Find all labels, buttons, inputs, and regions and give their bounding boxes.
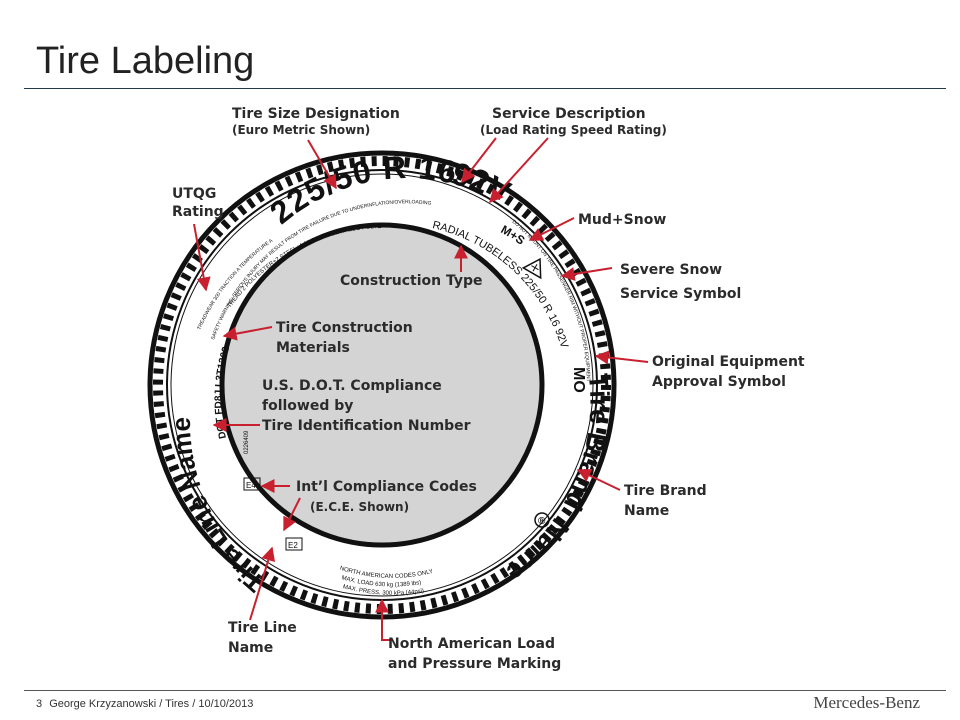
label-size-designation-1: Tire Size Designation — [232, 106, 400, 122]
label-intl-compliance-2: (E.C.E. Shown) — [310, 500, 409, 514]
registered-mark-icon — [534, 512, 550, 528]
label-intl-compliance-1: Int’l Compliance Codes — [296, 479, 477, 495]
label-severe-snow-1: Severe Snow — [620, 262, 722, 278]
label-service-description-1: Service Description — [492, 106, 646, 122]
label-na-load-1: North American Load — [388, 636, 555, 652]
tire-tread-band — [153, 156, 611, 614]
callout-labels: Tire Size Designation (Euro Metric Shown… — [172, 106, 805, 672]
mo-marking: MO — [570, 367, 587, 393]
label-oe-approval-1: Original Equipment — [652, 354, 805, 370]
arrow-speed-rating — [489, 137, 549, 204]
label-dot-2: followed by — [262, 398, 353, 414]
label-utqg-2: Rating — [172, 204, 224, 220]
label-brand-name-1: Tire Brand — [624, 483, 707, 499]
label-dot-1: U.S. D.O.T. Compliance — [262, 378, 442, 394]
label-construction-materials-1: Tire Construction — [276, 320, 413, 336]
e4-marking: E4 — [246, 481, 256, 490]
label-utqg-1: UTQG — [172, 186, 216, 202]
tire-labeling-diagram: 225/50 R 16 92V M+S RADIAL TUBELESS 225/… — [0, 0, 805, 672]
page-number: 3 — [36, 698, 43, 710]
arrow-severe-snow — [560, 267, 613, 281]
registered-mark: ® — [538, 516, 546, 527]
brand-logo: Mercedes-Benz — [813, 693, 920, 712]
e4-box — [243, 477, 261, 491]
label-severe-snow-2: Service Symbol — [620, 286, 741, 302]
e2-box — [285, 537, 303, 551]
label-line-name-2: Name — [228, 640, 273, 656]
arrow-intl-e2 — [283, 497, 301, 532]
mountain-snowflake-icon — [521, 257, 542, 280]
callout-arrows — [193, 137, 649, 641]
label-service-description-2: (Load Rating Speed Rating) — [480, 123, 667, 137]
e2-marking: E2 — [288, 541, 298, 550]
arrow-oe-approval — [594, 350, 649, 365]
arrow-na-load — [375, 598, 390, 641]
tire-sidewall-inner-ring — [170, 173, 594, 597]
page-title: Tire Labeling — [36, 40, 255, 82]
title-divider — [24, 88, 946, 89]
label-line-name-1: Tire Line — [228, 620, 297, 636]
arrow-size-designation — [307, 139, 337, 190]
label-mud-snow: Mud+Snow — [578, 212, 666, 228]
arrow-line-name — [249, 546, 276, 621]
label-dot-3: Tire Identification Number — [262, 418, 471, 434]
label-oe-approval-2: Approval Symbol — [652, 374, 786, 390]
arrow-mud-snow — [528, 217, 575, 241]
code-marking: 0226409 — [244, 430, 250, 454]
arrow-construction-materials — [222, 326, 273, 341]
arrow-load-rating — [461, 137, 497, 184]
footer: 3 George Krzyzanowski / Tires / 10/10/20… — [36, 698, 257, 710]
label-size-designation-2: (Euro Metric Shown) — [232, 123, 370, 137]
footer-text: George Krzyzanowski / Tires / 10/10/2013 — [49, 698, 254, 710]
label-construction-type: Construction Type — [340, 273, 483, 289]
label-na-load-2: and Pressure Marking — [388, 656, 561, 672]
rim-face — [219, 222, 545, 548]
label-brand-name-2: Name — [624, 503, 669, 519]
arrow-brand-name — [576, 469, 621, 491]
footer-divider — [24, 690, 946, 691]
arrow-utqg — [193, 223, 211, 292]
label-construction-materials-2: Materials — [276, 340, 350, 356]
